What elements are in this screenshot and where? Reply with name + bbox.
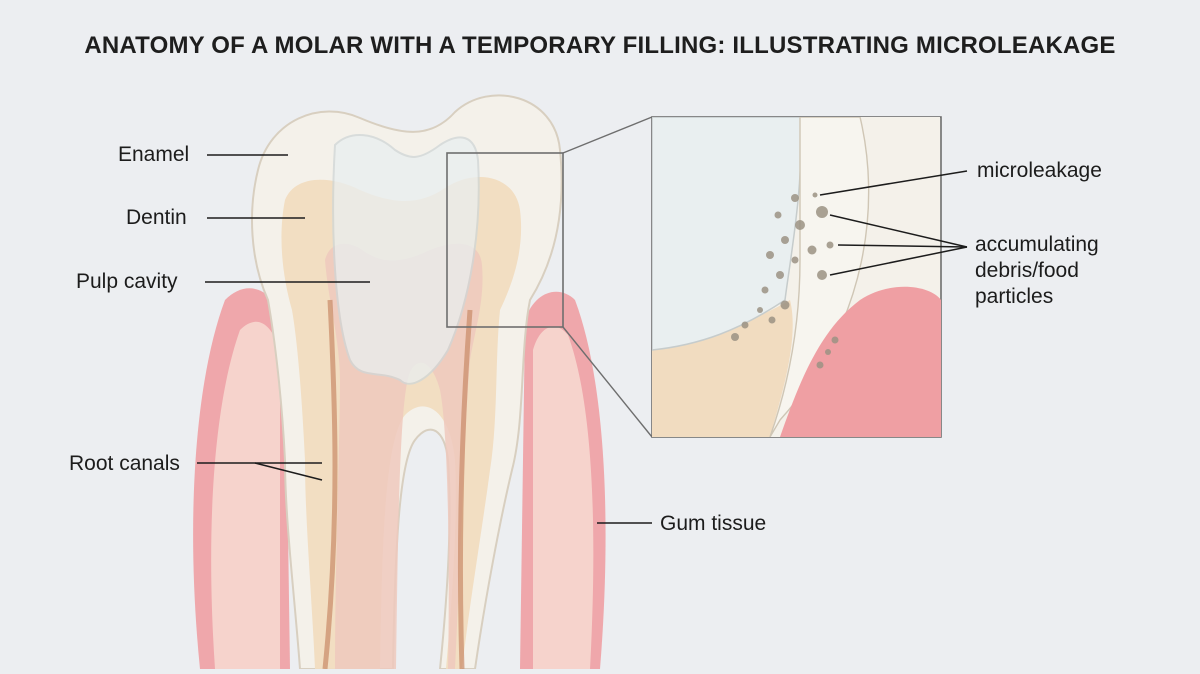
debris-leader-3 <box>829 246 968 276</box>
label-root-canals: Root canals <box>69 452 180 475</box>
label-microleakage: microleakage <box>977 159 1102 182</box>
zoom-connector-bottom <box>562 326 653 438</box>
zoom-connector-top <box>562 116 653 154</box>
zoom-source-box <box>446 152 564 328</box>
label-debris-line-2: debris/food <box>975 259 1079 282</box>
label-debris-line-3: particles <box>975 285 1054 308</box>
label-gum-tissue: Gum tissue <box>660 512 767 535</box>
label-debris-line-1: accumulating <box>975 233 1099 256</box>
label-enamel: Enamel <box>118 143 190 166</box>
microleakage-leader <box>819 170 968 196</box>
debris-leader-2 <box>837 244 968 248</box>
inset-gum <box>780 286 941 437</box>
root-canal-left <box>322 299 338 670</box>
temporary-filling-shape <box>332 133 480 385</box>
diagram-title: ANATOMY OF A MOLAR WITH A TEMPORARY FILL… <box>84 32 1116 59</box>
label-dentin: Dentin <box>126 206 187 229</box>
debris-leader-1 <box>829 214 968 248</box>
bone-shape <box>211 321 594 669</box>
detail-inset <box>651 116 942 438</box>
root-canal-right <box>457 309 473 670</box>
label-pulp-cavity: Pulp cavity <box>76 270 178 293</box>
root-canals-leader-2 <box>254 462 323 481</box>
